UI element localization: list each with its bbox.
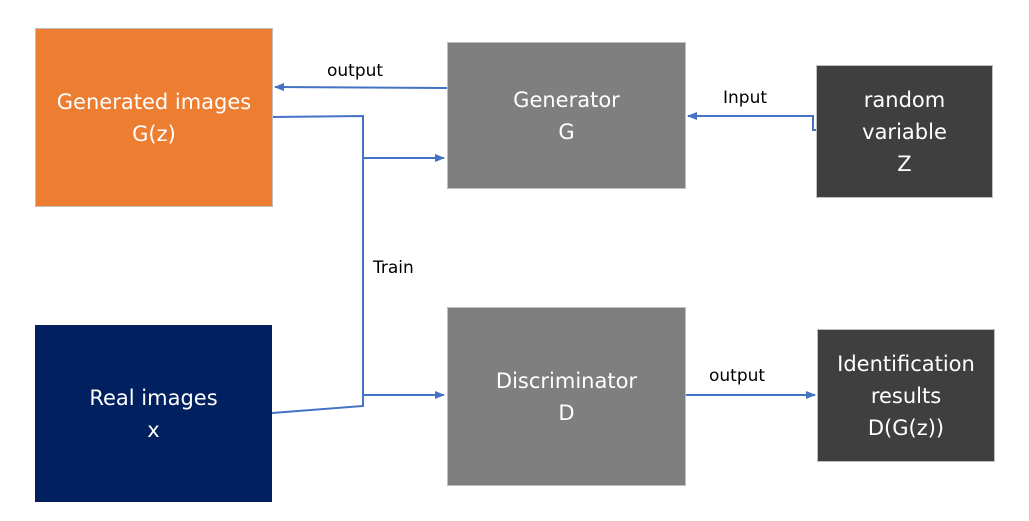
identification-results-line-1: Identification: [837, 351, 975, 376]
arrow-generator-to-generated: [274, 83, 448, 92]
line-generated-to-train-bus: [271, 114, 364, 394]
line-real-to-train-bus: [271, 158, 364, 414]
input-label: Input: [723, 88, 768, 108]
generator-title: Generator: [513, 87, 620, 112]
identification-results-symbol: D(G(z)): [867, 415, 945, 440]
real-images-box: Real images x: [35, 325, 272, 502]
generated-images-title: Generated images: [56, 89, 252, 114]
discriminator-box: Discriminator D: [447, 307, 686, 486]
discriminator-title: Discriminator: [495, 368, 638, 393]
random-variable-box: random variable Z: [816, 65, 993, 198]
generator-box: Generator G: [447, 42, 686, 189]
generated-images-symbol: G(z): [132, 121, 176, 146]
random-variable-line-1: random: [863, 87, 946, 112]
identification-results-line-2: results: [870, 383, 942, 408]
discriminator-symbol: D: [558, 400, 575, 425]
generator-symbol: G: [558, 119, 575, 144]
output-label-top: output: [327, 61, 384, 81]
train-label: Train: [373, 258, 414, 278]
real-images-title: Real images: [89, 385, 218, 410]
real-images-symbol: x: [147, 417, 160, 442]
identification-results-box: Identification results D(G(z)): [817, 329, 995, 462]
generated-images-box: Generated images G(z): [35, 28, 273, 207]
arrow-random-to-generator: [687, 112, 817, 131]
random-variable-symbol: Z: [897, 151, 912, 176]
random-variable-line-2: variable: [862, 119, 947, 144]
output-label-bottom: output: [709, 366, 766, 386]
